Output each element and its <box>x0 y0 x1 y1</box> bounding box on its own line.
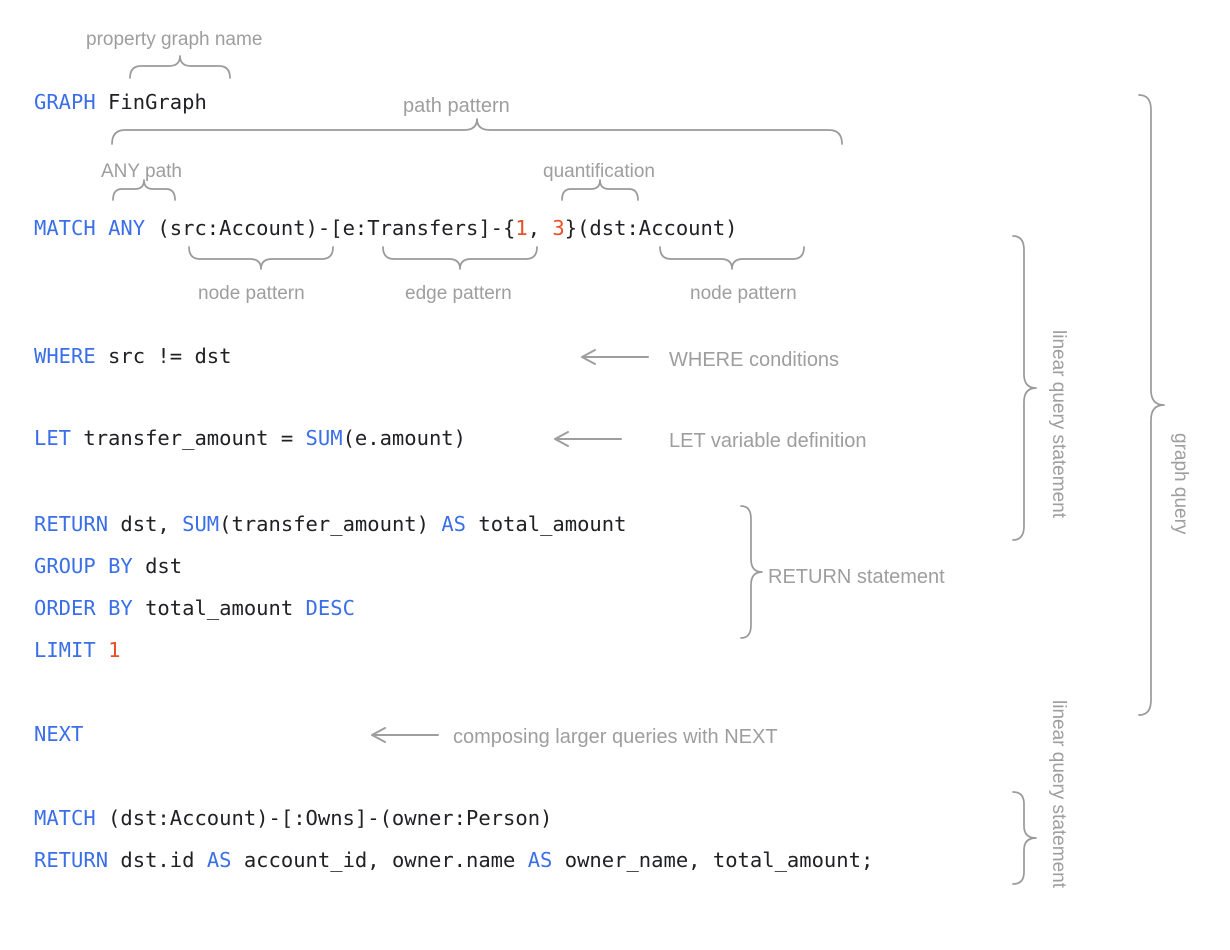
brace-node-pattern-left <box>188 246 334 270</box>
code-space-3 <box>96 596 108 620</box>
code-space-1 <box>96 216 108 240</box>
label-node-pattern-right: node pattern <box>690 283 797 304</box>
function-sum-2: SUM <box>182 512 220 536</box>
brace-node-pattern-right <box>659 246 805 270</box>
code-group-expr: dst <box>132 554 183 578</box>
brace-graph-query <box>1138 94 1165 716</box>
code-let-expr-a: transfer_amount = <box>71 426 306 450</box>
brace-linear-query-statement-2 <box>1012 791 1037 885</box>
arrow-composing-next-head <box>371 727 386 743</box>
keyword-let: LET <box>34 426 72 450</box>
keyword-by-1: BY <box>108 554 133 578</box>
code-line-next: NEXT <box>34 724 83 745</box>
label-composing-next: composing larger queries with NEXT <box>453 726 778 748</box>
brace-path-pattern <box>111 118 843 145</box>
code-order-expr: total_amount <box>132 596 306 620</box>
function-sum: SUM <box>305 426 343 450</box>
code-graph-name: FinGraph <box>95 90 207 114</box>
code-match2-pattern: (dst:Account)-[:Owns]-(owner:Person) <box>95 806 553 830</box>
literal-limit-value: 1 <box>108 638 121 662</box>
label-property-graph-name: property graph name <box>86 29 263 50</box>
keyword-as-1: AS <box>441 512 467 536</box>
brace-return-statement <box>740 505 763 639</box>
code-space-4 <box>96 638 108 662</box>
label-edge-pattern: edge pattern <box>405 283 512 304</box>
arrow-let-definition-head <box>554 431 569 447</box>
keyword-graph: GRAPH <box>34 90 96 114</box>
keyword-desc: DESC <box>305 596 355 620</box>
literal-quantifier-min: 1 <box>515 216 528 240</box>
keyword-any: ANY <box>108 216 146 240</box>
brace-linear-query-statement-1 <box>1012 235 1037 541</box>
keyword-return-2: RETURN <box>34 848 109 872</box>
code-return2-b: account_id, owner.name <box>231 848 528 872</box>
code-return-a: dst, <box>108 512 183 536</box>
label-let-variable-definition: LET variable definition <box>669 430 867 452</box>
code-return-b: (transfer_amount) <box>219 512 442 536</box>
keyword-limit: LIMIT <box>34 638 96 662</box>
keyword-as-3: AS <box>527 848 553 872</box>
code-pattern-b: , <box>527 216 553 240</box>
label-where-conditions: WHERE conditions <box>669 349 840 371</box>
keyword-where: WHERE <box>34 344 96 368</box>
label-linear-query-statement-2: linear query statement <box>1048 700 1069 888</box>
keyword-by-2: BY <box>108 596 133 620</box>
code-line-where: WHERE src != dst <box>34 346 231 367</box>
label-path-pattern: path pattern <box>403 95 510 117</box>
keyword-match-2: MATCH <box>34 806 96 830</box>
code-line-group-by: GROUP BY dst <box>34 556 182 577</box>
keyword-next: NEXT <box>34 722 84 746</box>
code-let-expr-b: (e.amount) <box>342 426 466 450</box>
label-linear-query-statement-1: linear query statement <box>1048 330 1069 518</box>
code-return-c: total_amount <box>466 512 627 536</box>
keyword-order: ORDER <box>34 596 96 620</box>
keyword-return: RETURN <box>34 512 109 536</box>
label-quantification: quantification <box>543 161 655 182</box>
code-return2-a: dst.id <box>108 848 207 872</box>
code-line-order-by: ORDER BY total_amount DESC <box>34 598 355 619</box>
code-return2-c: owner_name, total_amount; <box>552 848 874 872</box>
code-line-let: LET transfer_amount = SUM(e.amount) <box>34 428 466 449</box>
keyword-as-2: AS <box>206 848 232 872</box>
arrow-where-conditions-head <box>581 349 596 365</box>
code-pattern-c: }(dst:Account) <box>564 216 738 240</box>
code-pattern-a: (src:Account)-[e:Transfers]-{ <box>145 216 516 240</box>
label-graph-query: graph query <box>1170 433 1191 535</box>
code-line-match-2: MATCH (dst:Account)-[:Owns]-(owner:Perso… <box>34 808 552 829</box>
code-where-expr: src != dst <box>95 344 232 368</box>
code-line-match: MATCH ANY (src:Account)-[e:Transfers]-{1… <box>34 218 738 239</box>
brace-quantification <box>561 179 639 201</box>
code-line-return-2: RETURN dst.id AS account_id, owner.name … <box>34 850 873 871</box>
code-line-graph: GRAPH FinGraph <box>34 92 207 113</box>
brace-any-path <box>112 179 176 201</box>
label-node-pattern-left: node pattern <box>198 283 305 304</box>
code-space-2 <box>96 554 108 578</box>
keyword-group: GROUP <box>34 554 96 578</box>
label-any-path: ANY path <box>101 161 182 182</box>
literal-quantifier-max: 3 <box>552 216 565 240</box>
code-line-return-1: RETURN dst, SUM(transfer_amount) AS tota… <box>34 514 626 535</box>
code-line-limit: LIMIT 1 <box>34 640 120 661</box>
brace-edge-pattern <box>382 246 538 270</box>
brace-property-graph-name <box>129 55 231 79</box>
keyword-match: MATCH <box>34 216 96 240</box>
label-return-statement: RETURN statement <box>768 566 945 588</box>
